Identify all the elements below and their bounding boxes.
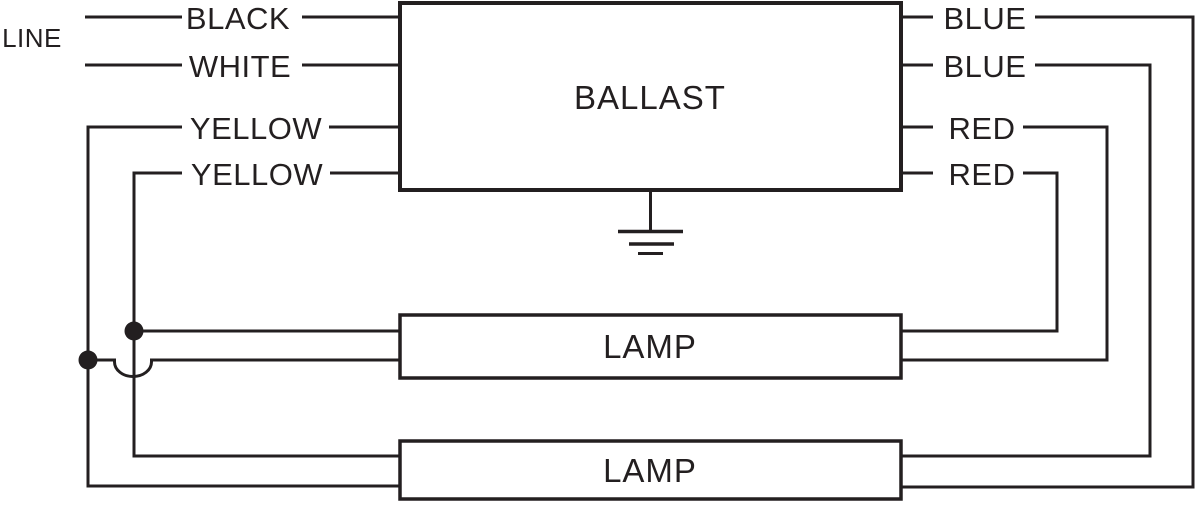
lamp-bottom-box xyxy=(398,439,903,501)
top-lamp-lower-feed-wire-with-jump xyxy=(88,358,400,378)
line-label: LINE xyxy=(2,23,62,53)
lamp-top-box xyxy=(398,313,903,380)
blue-1-wire-label: BLUE xyxy=(944,1,1027,36)
ground-symbol xyxy=(618,190,683,255)
lamp-top-label: LAMP xyxy=(603,328,697,365)
ballast-label: BALLAST xyxy=(574,79,726,116)
blue-2-wire-run xyxy=(901,63,1152,458)
junction-dot-lower xyxy=(78,350,98,370)
lamp-bottom-label: LAMP xyxy=(603,452,697,489)
red-1-wire-run xyxy=(901,125,1109,362)
yellow-1-wire-label: YELLOW xyxy=(190,111,322,146)
yellow-2-wire-label: YELLOW xyxy=(191,157,323,192)
yellow-1-wire-run xyxy=(86,125,400,488)
blue-1-wire-run xyxy=(901,15,1195,489)
ballast-box xyxy=(398,1,903,192)
white-wire-label: WHITE xyxy=(189,49,291,84)
red-1-wire-label: RED xyxy=(949,111,1016,146)
black-wire-label: BLACK xyxy=(186,1,290,36)
blue-2-wire-label: BLUE xyxy=(944,49,1027,84)
red-2-wire-label: RED xyxy=(949,157,1016,192)
junction-dot-upper xyxy=(124,321,144,341)
yellow-2-wire-run xyxy=(132,171,400,458)
red-2-wire-run xyxy=(901,171,1059,333)
